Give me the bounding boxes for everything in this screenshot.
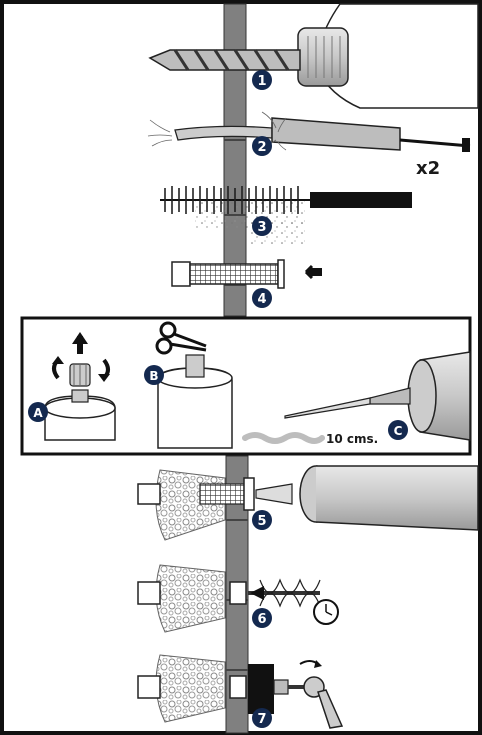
step-7-tighten (137, 654, 344, 729)
badge-b: B (144, 365, 164, 385)
step-5-inject (137, 465, 479, 541)
rotate-left-icon (52, 356, 64, 364)
svg-text:6: 6 (257, 612, 266, 627)
badge-1: 1 (252, 70, 272, 90)
sub-step-a-cartridge (44, 332, 116, 441)
gun-nozzle (284, 397, 371, 419)
clock-icon (313, 599, 339, 625)
sub-step-c-gun: 10 cms. (242, 351, 471, 446)
step-1-drill (148, 3, 479, 109)
svg-text:C: C (394, 424, 403, 438)
up-arrow-icon (72, 332, 88, 344)
brush-handle (310, 192, 412, 208)
svg-text:1: 1 (257, 74, 266, 89)
wrench-icon (317, 689, 344, 729)
badge-5: 5 (252, 510, 272, 530)
brush-bristles (164, 186, 299, 214)
svg-text:3: 3 (257, 220, 266, 235)
waste-bead (242, 432, 325, 444)
step-6-insert-rod (137, 564, 339, 633)
pump-cylinder (271, 117, 401, 151)
badge-4: 4 (252, 288, 272, 308)
drill-bit (148, 49, 301, 71)
step-2-blow-pump: x2 (147, 111, 471, 179)
svg-text:5: 5 (257, 514, 266, 529)
svg-text:A: A (33, 406, 43, 420)
badge-2: 2 (252, 136, 272, 156)
svg-text:2: 2 (257, 140, 266, 155)
badge-6: 6 (252, 608, 272, 628)
badge-7: 7 (252, 708, 272, 728)
svg-text:B: B (149, 369, 158, 383)
svg-text:7: 7 (257, 712, 266, 727)
nut (273, 679, 289, 695)
svg-text:4: 4 (257, 292, 266, 307)
fixing-plate (248, 664, 274, 714)
step-2-note: x2 (416, 158, 440, 179)
sub-step-c-note: 10 cms. (326, 432, 378, 446)
step-3-brush (160, 186, 412, 245)
rotate-right-icon (98, 374, 110, 382)
step-4-mesh-sleeve (171, 259, 322, 289)
badge-3: 3 (252, 216, 272, 236)
badge-c: C (388, 420, 408, 440)
pump-rod (399, 138, 471, 148)
push-arrow (308, 268, 322, 276)
badge-a: A (28, 402, 48, 422)
scissors-icon (155, 321, 207, 355)
rotate-arrow-icon (314, 660, 322, 668)
